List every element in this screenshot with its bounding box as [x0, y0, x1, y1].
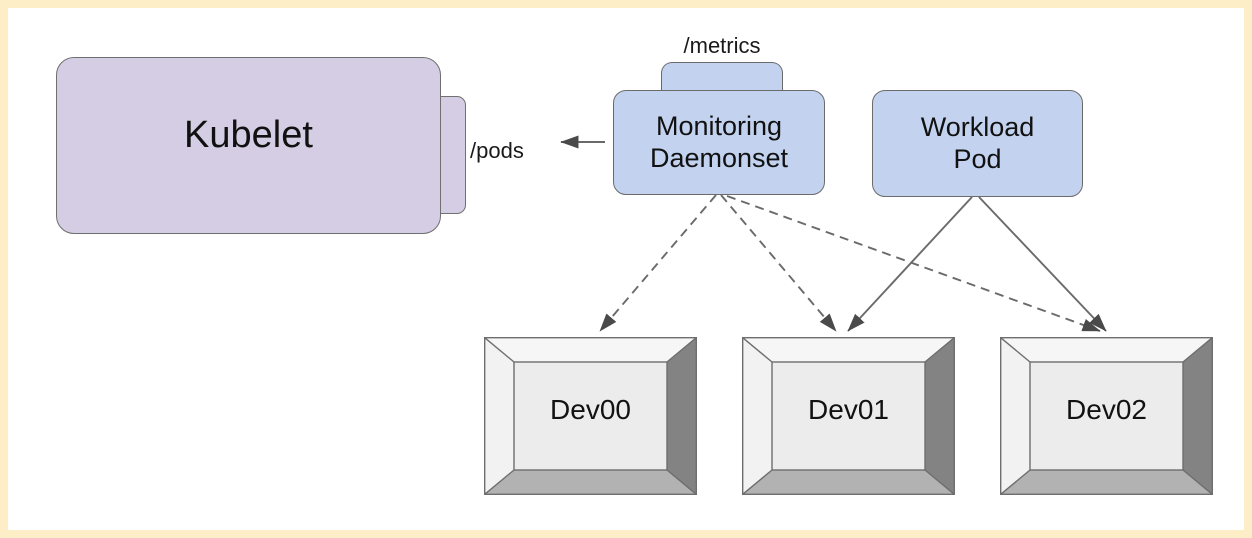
device-bevel-right	[925, 337, 955, 495]
device-bevel-top	[1000, 337, 1213, 363]
diagram-stage: Kubelet /pods /metrics Monitoring Daemon…	[8, 8, 1244, 530]
device-bevel-right	[1183, 337, 1213, 495]
device-bevel-right	[667, 337, 697, 495]
node-kubelet[interactable]: Kubelet	[56, 57, 466, 242]
kubelet-body[interactable]: Kubelet	[56, 57, 441, 234]
node-device-dev00[interactable]: Dev00	[484, 337, 697, 495]
edge-workload-to-dev02	[978, 196, 1107, 332]
kubelet-label: Kubelet	[184, 114, 313, 156]
edge-monitoring-to-dev00	[599, 194, 717, 332]
device-bevel-top	[484, 337, 697, 363]
edge-monitoring-to-dev01	[720, 194, 837, 332]
device-face	[771, 362, 926, 470]
device-bevel-left	[1000, 337, 1030, 495]
node-device-dev01[interactable]: Dev01	[742, 337, 955, 495]
node-device-dev02[interactable]: Dev02	[1000, 337, 1213, 495]
device-bevel-left	[742, 337, 772, 495]
edge-monitoring-to-dev02	[726, 195, 1101, 332]
device-face	[513, 362, 668, 470]
device-bevel-bottom	[1000, 469, 1213, 495]
node-monitoring-daemonset[interactable]: Monitoring Daemonset	[613, 90, 825, 195]
monitoring-daemonset-label: Monitoring Daemonset	[649, 111, 789, 173]
device-bevel-outline	[742, 337, 955, 495]
device-bevel-top	[742, 337, 955, 363]
device-bevel-bottom	[484, 469, 697, 495]
device-face	[1029, 362, 1184, 470]
device-bevel-outline	[484, 337, 697, 495]
workload-pod-label: Workload Pod	[920, 112, 1035, 174]
edge-label-metrics: /metrics	[683, 33, 761, 58]
device-bevel-left	[484, 337, 514, 495]
edge-workload-to-dev01	[847, 196, 973, 332]
node-workload-pod[interactable]: Workload Pod	[872, 90, 1083, 197]
device-bevel-outline	[1000, 337, 1213, 495]
device-bevel-bottom	[742, 469, 955, 495]
edge-label-pods: /pods	[470, 138, 524, 163]
